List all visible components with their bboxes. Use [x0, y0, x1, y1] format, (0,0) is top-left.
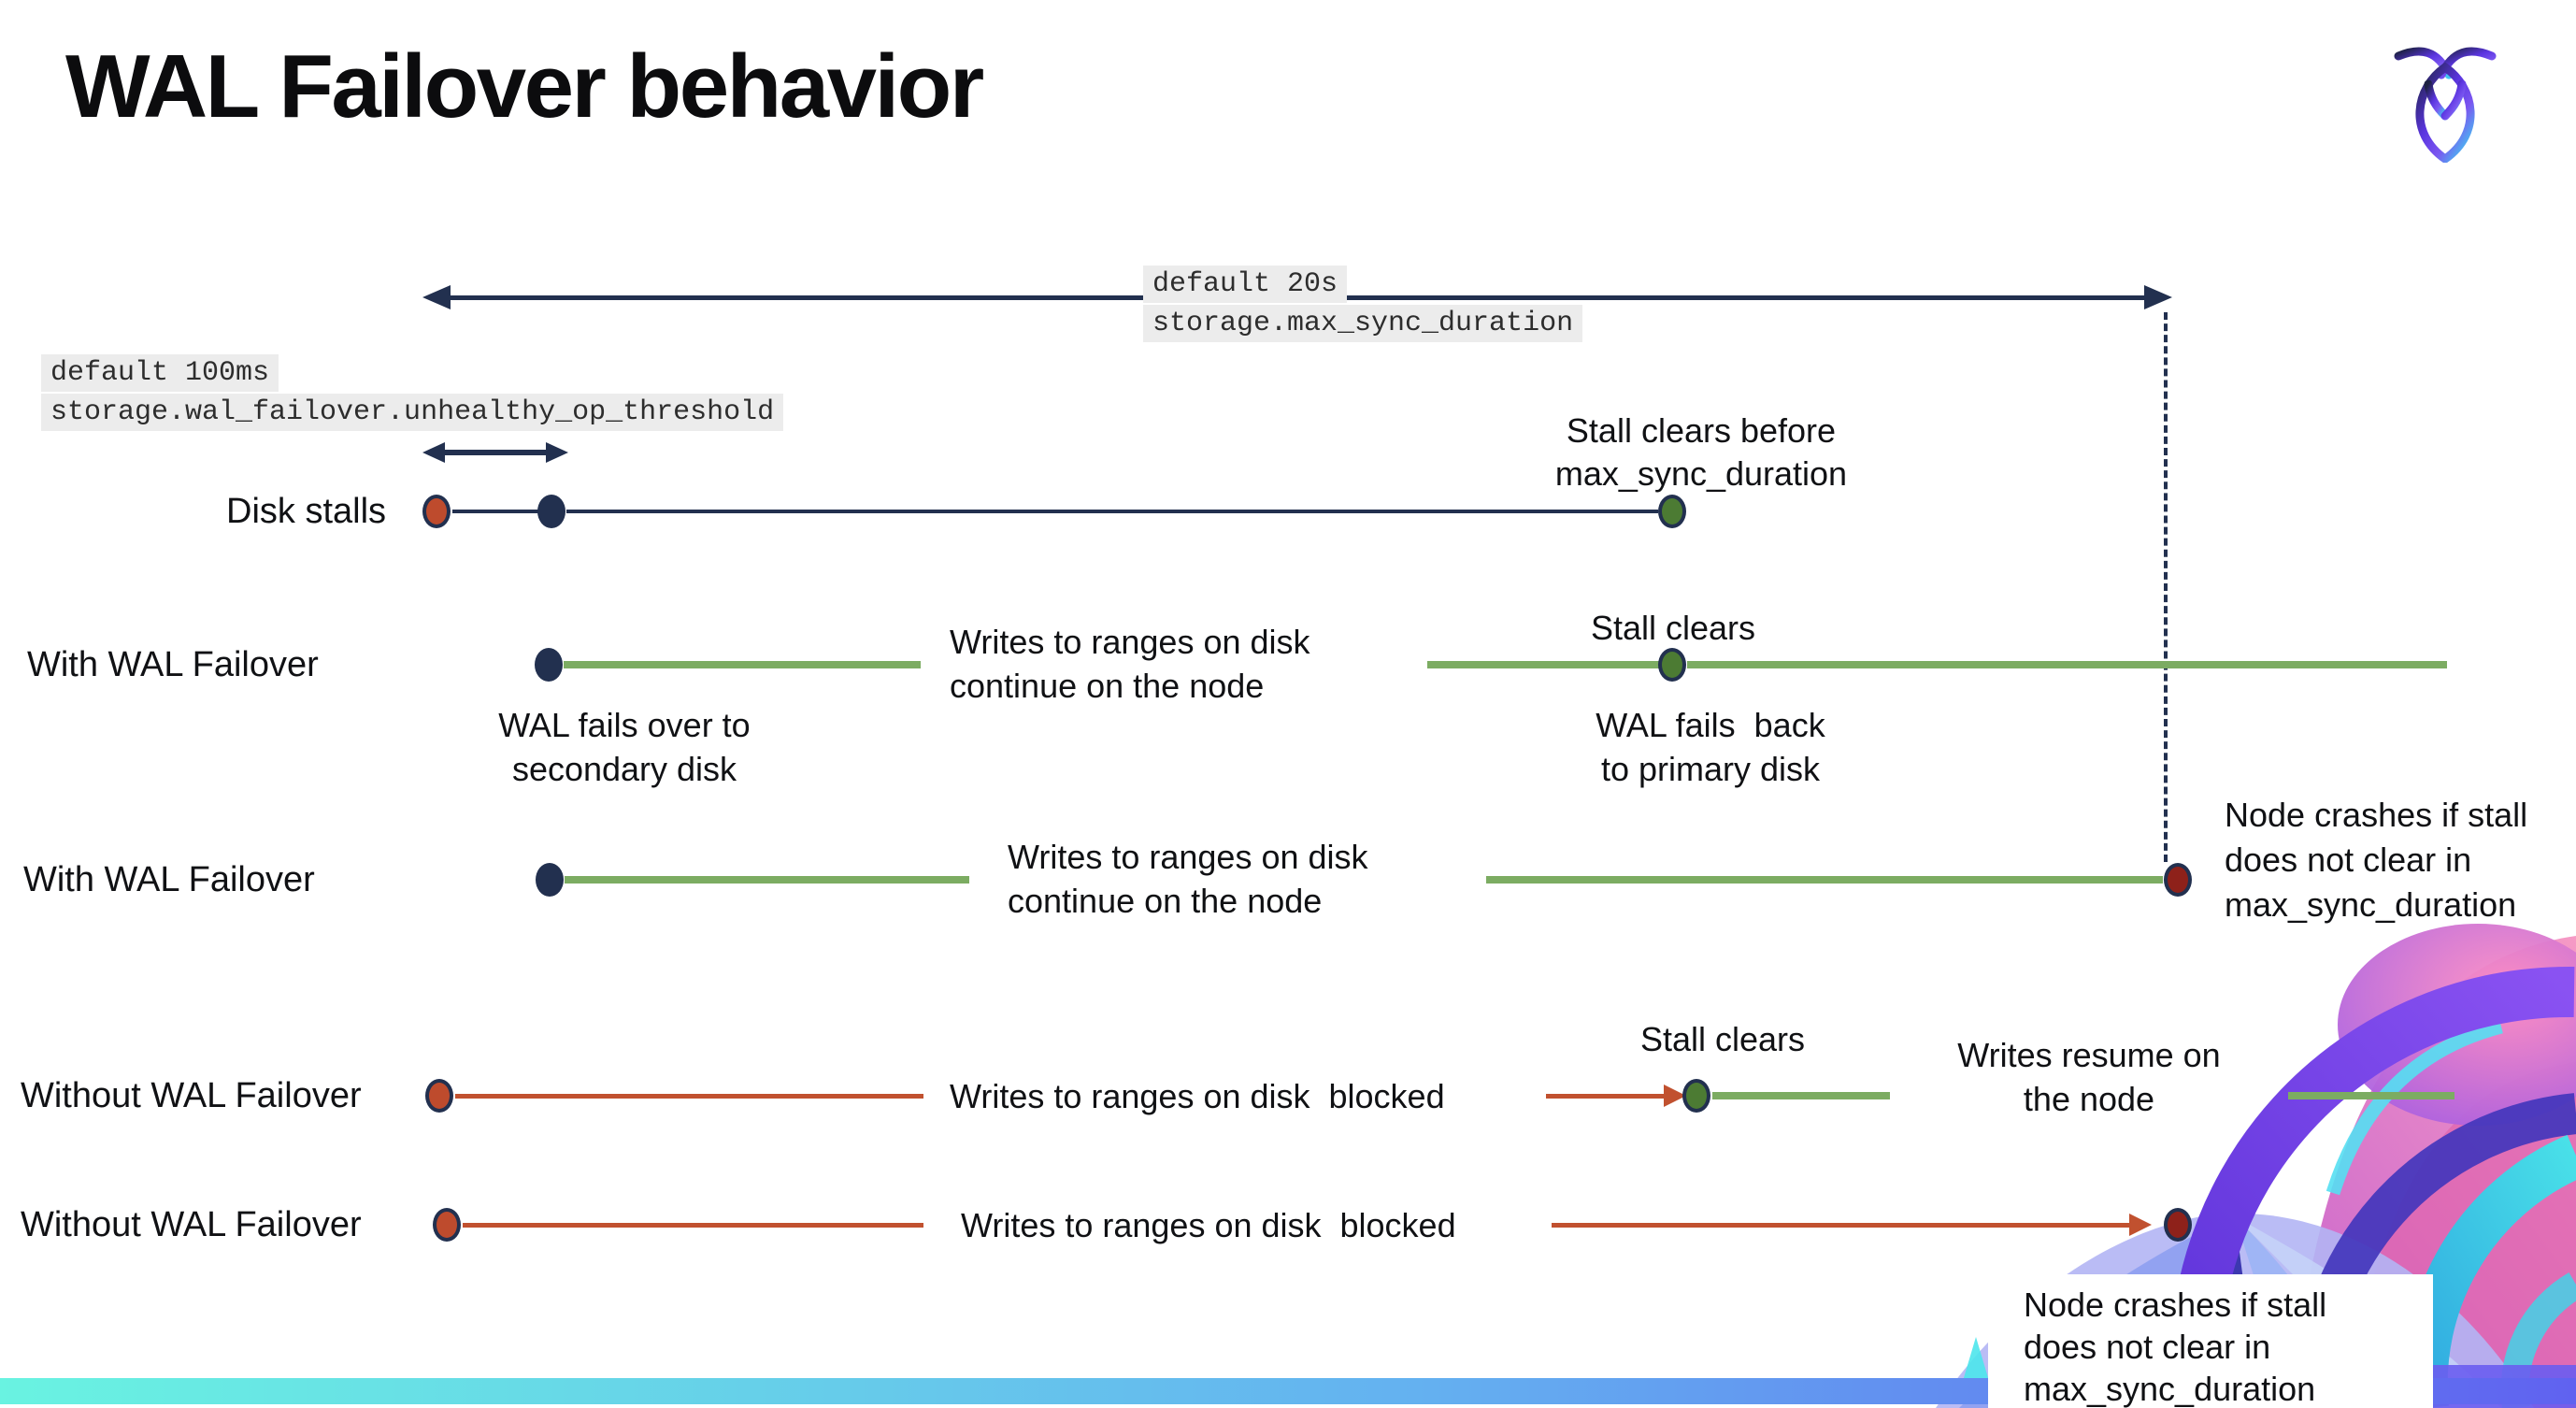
failover-threshold-dot: [537, 495, 565, 528]
annotation-line: max_sync_duration: [2024, 1370, 2316, 1408]
artwork-cyan-wedge: [1963, 1337, 1989, 1381]
annotation-line: secondary disk: [511, 750, 737, 788]
annotation-line: Node crashes if stall: [2024, 1286, 2327, 1324]
node-crash-dot-2: [2164, 1208, 2192, 1242]
arrow-left-head-icon: [422, 285, 451, 309]
row2-segment-a: [564, 661, 921, 668]
row2-segment-c: [1687, 661, 2447, 668]
writes-continue-annotation-1: Writes to ranges on disk continue on the…: [950, 620, 1310, 708]
annotation-line: Writes to ranges on disk: [1008, 838, 1368, 876]
annotation-line: WAL fails back: [1596, 706, 1825, 744]
stall-clears-before-annotation: Stall clears before max_sync_duration: [1496, 409, 1907, 496]
stall-start-dot-2: [425, 1079, 453, 1113]
row4-arrow-shaft: [1546, 1094, 1667, 1099]
artwork-cyan-swoosh: [2326, 1019, 2503, 1196]
node-crashes-annotation-1: Node crashes if stall does not clear in …: [2225, 793, 2576, 927]
wal-fails-back-annotation: WAL fails back to primary disk: [1524, 703, 1897, 791]
row-label-disk-stalls: Disk stalls: [226, 492, 387, 531]
annotation-line: continue on the node: [950, 667, 1265, 705]
row-label-without-wal-failover-1: Without WAL Failover: [21, 1076, 362, 1115]
failover-dot-2: [536, 863, 564, 897]
row-label-without-wal-failover-2: Without WAL Failover: [21, 1205, 362, 1244]
node-crashes-callout-box: Node crashes if stall does not clear in …: [1988, 1274, 2433, 1408]
threshold-setting-name: storage.wal_failover.unhealthy_op_thresh…: [41, 394, 784, 431]
annotation-line: Writes resume on: [1957, 1036, 2221, 1074]
dashed-connector: [2164, 312, 2168, 862]
row4-segment-c: [2288, 1092, 2454, 1099]
annotation-line: the node: [2023, 1080, 2155, 1118]
max-sync-setting-name: storage.max_sync_duration: [1143, 305, 1583, 342]
stall-start-dot-3: [433, 1208, 461, 1242]
threshold-arrow-shaft: [445, 450, 550, 455]
max-sync-default-label: default 20s: [1143, 266, 1348, 303]
cockroachdb-logo-icon: [2394, 47, 2497, 163]
stall-clears-dot-3: [1682, 1079, 1710, 1113]
annotation-line: does not clear in: [2024, 1328, 2271, 1366]
threshold-default-label: default 100ms: [41, 354, 279, 392]
writes-blocked-annotation-1: Writes to ranges on disk blocked: [950, 1077, 1445, 1115]
row3-segment-a: [565, 876, 969, 884]
row4-segment-b: [1712, 1092, 1890, 1099]
stall-clears-annotation-2: Stall clears: [1639, 1020, 1806, 1058]
annotation-line: max_sync_duration: [1554, 454, 1848, 493]
page-title: WAL Failover behavior: [65, 36, 984, 136]
annotation-line: WAL fails over to: [498, 706, 751, 744]
row2-segment-b: [1427, 661, 1661, 668]
annotation-line: Node crashes if stall: [2225, 796, 2528, 834]
row5-arrow-shaft: [1552, 1223, 2133, 1228]
annotation-line: Stall clears before: [1566, 411, 1837, 450]
annotation-line: continue on the node: [1008, 882, 1323, 920]
writes-blocked-annotation-2: Writes to ranges on disk blocked: [961, 1206, 1456, 1244]
row5-arrow-head-icon: [2129, 1214, 2152, 1236]
arrow-right-head-icon: [2144, 285, 2172, 309]
row-label-with-wal-failover-1: With WAL Failover: [27, 645, 319, 684]
stall-clears-dot-2: [1658, 648, 1686, 682]
annotation-line: to primary disk: [1600, 750, 1821, 788]
writes-continue-annotation-2: Writes to ranges on disk continue on the…: [1008, 835, 1368, 923]
row3-segment-b: [1486, 876, 2163, 884]
stall-clears-annotation-1: Stall clears: [1590, 609, 1756, 647]
threshold-arrow-left-head-icon: [422, 442, 445, 463]
row5-segment-a: [463, 1223, 923, 1228]
writes-resume-annotation: Writes resume on the node: [1902, 1033, 2276, 1121]
row4-segment-a: [455, 1094, 923, 1099]
row1-segment-a: [452, 510, 538, 513]
annotation-line: Writes to ranges on disk: [950, 623, 1310, 661]
row-label-with-wal-failover-2: With WAL Failover: [23, 860, 315, 899]
row1-segment-b: [566, 510, 1658, 513]
wal-fails-over-annotation: WAL fails over to secondary disk: [437, 703, 811, 791]
threshold-arrow-right-head-icon: [546, 442, 568, 463]
annotation-line: does not clear in: [2225, 840, 2472, 879]
stall-clears-dot: [1658, 495, 1686, 528]
node-crash-dot-1: [2164, 863, 2192, 897]
stall-start-dot: [422, 495, 451, 528]
annotation-line: max_sync_duration: [2225, 885, 2517, 924]
failover-dot: [535, 648, 563, 682]
